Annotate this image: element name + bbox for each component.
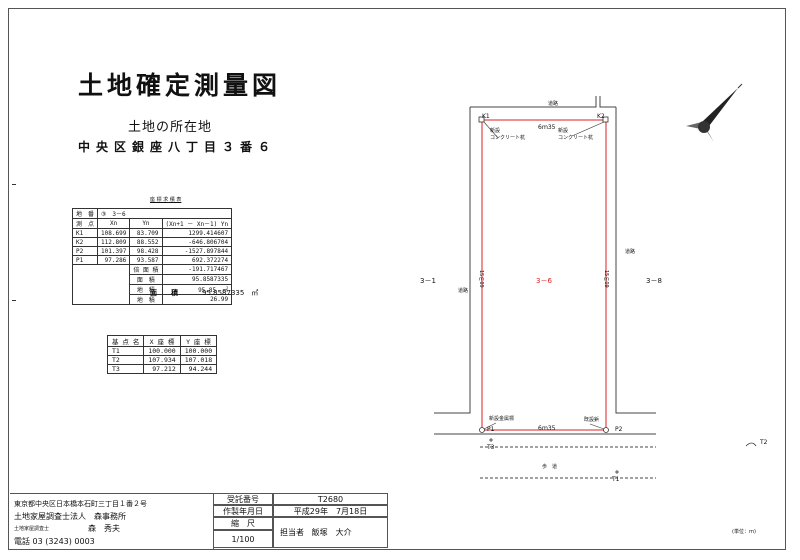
lot-number-label: 3－6 bbox=[536, 277, 552, 285]
point-k2-label: K2 bbox=[597, 113, 605, 120]
lot-boundary bbox=[481, 119, 607, 431]
receipt-label: 受託番号 bbox=[213, 493, 273, 505]
scale-label: 縮 尺 bbox=[213, 517, 273, 530]
staff-label: 担当者 bbox=[280, 528, 304, 537]
date-value: 平成29年 7月18日 bbox=[273, 505, 388, 517]
marker-k2-note: 新設 コンクリート杭 bbox=[558, 128, 594, 141]
table-row: P2 101.397 98.428 -1527.897844 bbox=[71, 246, 233, 256]
binding-tick bbox=[12, 184, 16, 185]
coord-area-table: 地 番 ③ 3－6 測 点 Xn Yn (Xn+1 － Xn－1) Yn K1 … bbox=[71, 208, 233, 305]
dimension-left: 15ｍ09 bbox=[478, 270, 484, 288]
point-p1-label: P1 bbox=[487, 426, 495, 433]
title-block-grid: 受託番号 T2680 作製年月日 平成29年 7月18日 縮 尺 担当者 飯塚 … bbox=[213, 493, 388, 548]
summary-row: 地 積 26.99 bbox=[73, 294, 233, 305]
binding-tick bbox=[12, 300, 16, 301]
table-cell: 94.244 bbox=[179, 364, 218, 374]
location-heading: 土地の所在地 bbox=[128, 120, 213, 135]
marker-k1-note: 新設 コンクリート杭 bbox=[490, 128, 526, 141]
phone-number: 電話 03 (3243) 0003 bbox=[14, 537, 95, 546]
reference-point-table: 基 点 名 X 座 標 Y 座 標 T1 100.000 100.000 T2 … bbox=[106, 335, 218, 374]
location-address: 中央区銀座八丁目３番６ bbox=[78, 140, 277, 154]
area-total-value: 95.8587335 ㎡ bbox=[202, 289, 259, 297]
right-wall-line bbox=[615, 107, 656, 414]
company-name: 土地家屋調査士法人 森事務所 bbox=[14, 512, 126, 521]
date-label: 作製年月日 bbox=[213, 505, 273, 517]
left-wall-line bbox=[434, 107, 471, 414]
summary-label: 地 積 bbox=[129, 294, 163, 305]
wall-left-label: 道路 bbox=[458, 288, 469, 294]
summary-value: 26.99 bbox=[161, 294, 233, 305]
point-t1-label: T1 bbox=[612, 476, 620, 483]
staff-info: 担当者 飯塚 大介 bbox=[273, 517, 388, 548]
blank-cell bbox=[71, 264, 131, 305]
office-address: 東京都中央区日本橋本石町三丁目１番２号 bbox=[14, 500, 147, 508]
top-wall-line bbox=[470, 96, 597, 108]
summary-row: 倍 面 積 -191.717467 bbox=[71, 264, 233, 305]
wall-top-label: 道路 bbox=[548, 101, 559, 107]
corner-marker-p1 bbox=[479, 427, 485, 433]
table-row: K1 108.699 83.709 1299.414607 bbox=[71, 228, 233, 238]
dimension-right: 15ｍ09 bbox=[603, 270, 609, 288]
unit-note: (単位：ｍ) bbox=[732, 529, 756, 535]
sidewalk-label: 歩 道 bbox=[542, 464, 558, 470]
area-total: 面 積 95.8587335 ㎡ bbox=[150, 288, 258, 298]
marker-p2-note: 既設鋲 bbox=[584, 417, 600, 423]
left-lot-label: 3－1 bbox=[420, 277, 436, 285]
right-lot-label: 3－8 bbox=[646, 277, 662, 285]
corner-marker-k2 bbox=[602, 116, 609, 123]
surveyor-info: 東京都中央区日本橋本石町三丁目１番２号 土地家屋調査士法人 森事務所 土地家屋調… bbox=[10, 493, 214, 549]
point-t3-label: T3 bbox=[487, 444, 495, 451]
north-arrow-icon bbox=[686, 83, 743, 142]
scale-value: 1/100 bbox=[213, 530, 273, 548]
dimension-top: 6ｍ35 bbox=[538, 124, 556, 131]
wall-right-label: 道路 bbox=[625, 249, 636, 255]
table-row: T3 97.212 94.244 bbox=[106, 364, 218, 374]
surveyor-label: 土地家屋調査士 bbox=[14, 526, 50, 532]
point-p2-label: P2 bbox=[615, 426, 623, 433]
page-title: 土地確定測量図 bbox=[78, 71, 282, 100]
staff-value: 飯塚 大介 bbox=[311, 528, 352, 537]
area-total-label: 面 積 bbox=[150, 289, 178, 297]
dimension-bottom: 6ｍ35 bbox=[538, 425, 556, 432]
marker-p1-note: 新設金属標 bbox=[489, 416, 515, 422]
receipt-value: T2680 bbox=[273, 493, 388, 505]
corner-marker-p2 bbox=[603, 427, 609, 433]
drawing-frame bbox=[8, 8, 786, 550]
coord-table-title: 座 標 求 積 表 bbox=[150, 197, 182, 203]
point-t2-label: T2 bbox=[760, 439, 768, 446]
surveyor-name: 森 秀夫 bbox=[88, 524, 120, 533]
corner-marker-k1 bbox=[478, 116, 485, 123]
top-right-wall bbox=[599, 96, 616, 108]
point-k1-label: K1 bbox=[482, 113, 490, 120]
